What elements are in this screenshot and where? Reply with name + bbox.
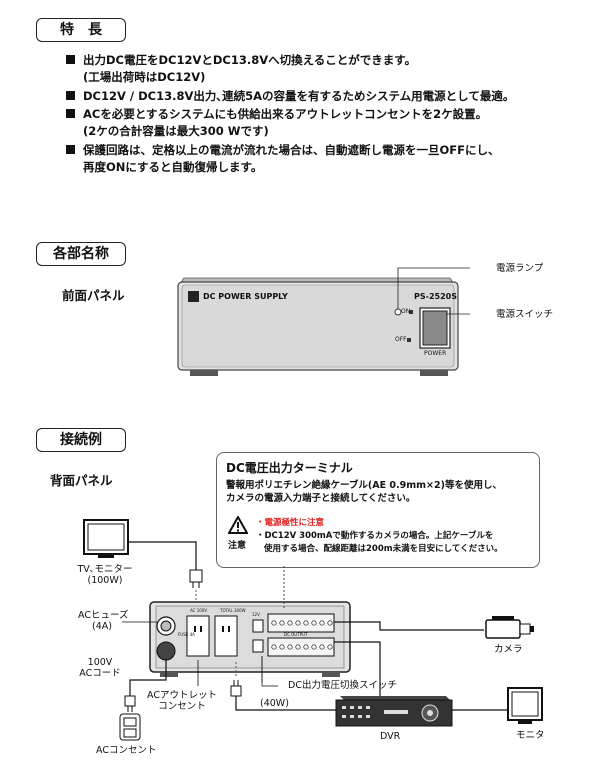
device-model-text: PS-2520S [414, 292, 457, 301]
tv-monitor-icon [83, 519, 129, 558]
caution-label: 注意 [228, 541, 247, 551]
tv-label-line1: TV､モニター [77, 564, 133, 575]
monitor-label: モニタ [516, 730, 545, 741]
feature-2-line1: DC12V / DC13.8V出力､連続5Aの容量を有するためシステム用電源とし… [83, 89, 515, 103]
ac-wall-outlet-icon [119, 713, 141, 741]
features-tag: 特 長 [36, 18, 126, 42]
cord-label-line1: 100V [87, 657, 113, 668]
device-power-text: POWER [424, 350, 447, 357]
bullet-square-icon [66, 145, 75, 154]
outlet-label-line2: コンセント [158, 701, 206, 712]
fuse-label: ACヒューズ (4A) [78, 610, 129, 632]
lamp-callout: 電源ランプ [496, 263, 544, 274]
warning-triangle-icon [228, 516, 248, 534]
feature-item-4: 保護回路は、定格以上の電流が流れた場合は、自動遮断し電源を一旦OFFにし、 再度… [66, 142, 499, 176]
dc-switch-label: DC出力電圧切換スイッチ [288, 680, 397, 691]
camera-icon [485, 616, 534, 639]
tv-label: TV､モニター (100W) [70, 564, 140, 586]
feature-item-2: DC12V / DC13.8V出力､連続5Aの容量を有するためシステム用電源とし… [66, 88, 514, 105]
terminal-desc-line2: カメラの電源入力端子と接続してください。 [226, 493, 416, 504]
bullet-square-icon [66, 91, 75, 100]
feature-4-line1: 保護回路は、定格以上の電流が流れた場合は、自動遮断し電源を一旦OFFにし、 [83, 143, 500, 157]
feature-item-3: ACを必要とするシステムにも供給出来るアウトレットコンセントを2ケ設置。 (2ケ… [66, 106, 487, 140]
device-on-text: ON [401, 308, 411, 315]
feature-3-line1: ACを必要とするシステムにも供給出来るアウトレットコンセントを2ケ設置。 [83, 107, 488, 121]
parts-tag: 各部名称 [36, 242, 126, 266]
front-panel-label: 前面パネル [62, 288, 125, 303]
warning-line2: 使用する場合、配線距離は200m未満を目安にしてください。 [264, 544, 503, 554]
outlet-label-line1: ACアウトレット [147, 690, 217, 701]
ac-outlet-label: ACコンセント [96, 745, 157, 756]
connection-diagram [83, 519, 543, 741]
switch-callout: 電源スイッチ [496, 309, 554, 320]
outlet-label: ACアウトレット コンセント [142, 690, 222, 712]
warning-red-text: ・電源極性に注意 [256, 518, 325, 528]
dvr-watt-label: (40W) [260, 698, 289, 709]
bullet-square-icon [66, 109, 75, 118]
rear-total-text: TOTAL 300W [220, 608, 246, 613]
device-brand-text: DC POWER SUPPLY [203, 292, 288, 301]
connection-tag: 接続例 [36, 428, 126, 452]
front-panel-diagram [177, 267, 470, 376]
monitor-icon [507, 687, 543, 724]
rear-panel-label: 背面パネル [50, 473, 113, 488]
dvr-icon [335, 696, 453, 727]
feature-item-1: 出力DC電圧をDC12VとDC13.8Vへ切換えることができます。 (工場出荷時… [66, 52, 416, 86]
rear-ac100v-text: AC 100V [190, 608, 208, 613]
feature-1-line1: 出力DC電圧をDC12VとDC13.8Vへ切換えることができます。 [83, 53, 417, 67]
rear-12v-text: 12V [252, 612, 260, 617]
rear-fuse-text: FUSE 4A [178, 632, 195, 637]
feature-4-line2: 再度ONにすると自動復帰します。 [83, 160, 263, 174]
feature-1-line2: (工場出荷時はDC12V) [83, 70, 206, 84]
warning-line1: ・DC12V 300mAで動作するカメラの場合。上記ケーブルを [256, 531, 494, 541]
device-off-text: OFF [395, 336, 407, 343]
rear-dcout-text: DC OUTPUT [284, 632, 308, 637]
bullet-square-icon [66, 55, 75, 64]
fuse-label-line1: ACヒューズ [78, 610, 129, 621]
dvr-label: DVR [380, 731, 401, 742]
cord-label-line2: ACコード [79, 668, 121, 679]
cord-label: 100V ACコード [74, 657, 126, 679]
terminal-box-title: DC電圧出力ターミナル [226, 461, 353, 475]
terminal-desc-line1: 警報用ポリエチレン絶縁ケーブル(AE 0.9mm×2)等を使用し、 [226, 480, 502, 491]
terminal-info-box [216, 452, 540, 568]
tv-label-line2: (100W) [87, 575, 123, 586]
fuse-label-line2: (4A) [92, 621, 112, 632]
feature-3-line2: (2ケの合計容量は最大300 Wです) [83, 124, 269, 138]
camera-label: カメラ [494, 644, 523, 655]
